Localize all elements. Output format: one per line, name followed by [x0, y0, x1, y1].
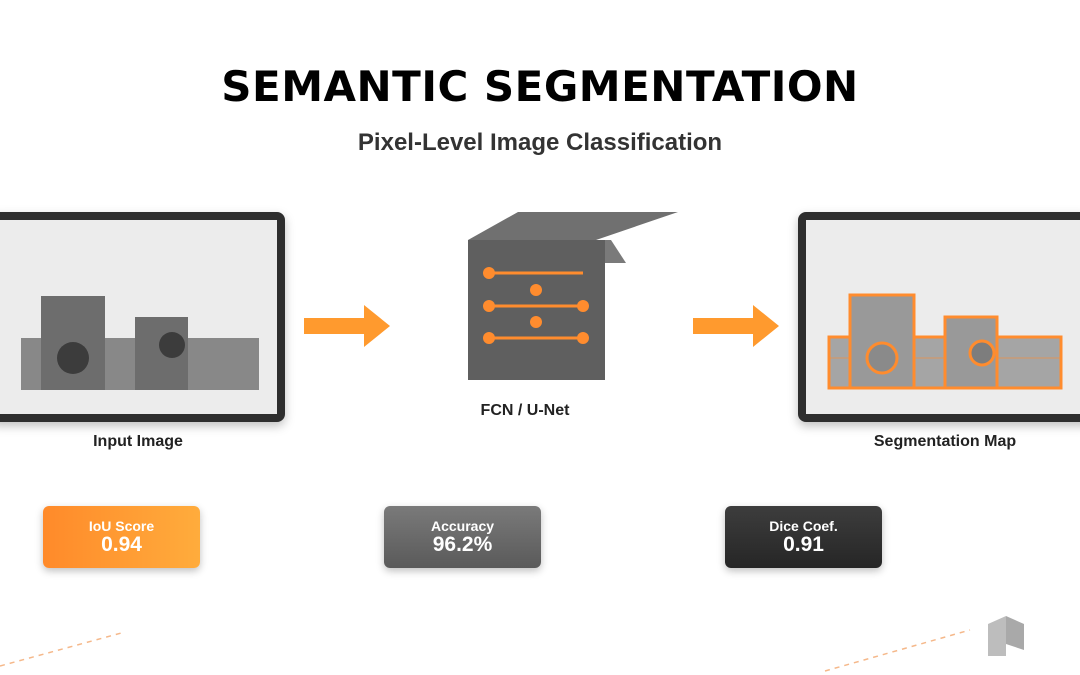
segmentation-map-panel	[798, 212, 1080, 422]
dice-coef-label: Dice Coef.	[769, 517, 838, 534]
accuracy-card: Accuracy 96.2%	[384, 506, 541, 568]
right-arrow-icon	[693, 305, 779, 347]
input-image-panel	[0, 212, 285, 422]
decorative-dashed-line-right	[824, 629, 971, 672]
iou-score-label: IoU Score	[88, 517, 155, 534]
model-label: FCN / U-Net	[480, 402, 570, 419]
accuracy-value: 96.2%	[432, 532, 493, 556]
cube-logo-icon	[988, 616, 1024, 656]
input-image-illustration	[21, 296, 259, 390]
input-image-label: Input Image	[93, 433, 183, 450]
segmentation-map-label: Segmentation Map	[873, 433, 1017, 450]
segmentation-map-illustration	[827, 293, 1063, 390]
right-arrow-icon	[304, 305, 390, 347]
iou-score-card: IoU Score 0.94	[43, 506, 200, 568]
iou-score-value: 0.94	[101, 532, 142, 556]
accuracy-label: Accuracy	[430, 517, 495, 534]
page-title: SEMANTIC SEGMENTATION	[221, 62, 859, 111]
dice-coef-card: Dice Coef. 0.91	[725, 506, 882, 568]
dice-coef-value: 0.91	[783, 532, 824, 556]
page-subtitle: Pixel-Level Image Classification	[357, 129, 723, 156]
network-layers-icon	[468, 212, 678, 380]
decorative-dashed-line-left	[0, 631, 126, 667]
